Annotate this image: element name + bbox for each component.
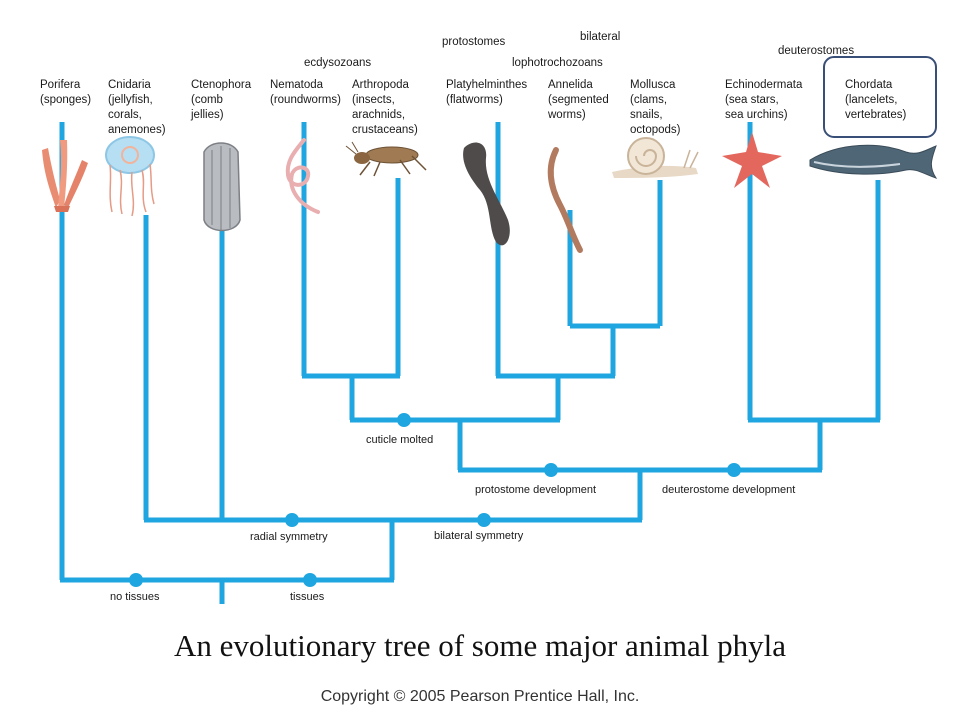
node-bilateral-symmetry: [477, 513, 491, 527]
node-radial-symmetry: [285, 513, 299, 527]
taxon-chordata: Chordata (lancelets, vertebrates): [845, 79, 907, 121]
label-protostome-development: protostome development: [475, 484, 596, 496]
group-bilateral: bilateral: [580, 31, 620, 43]
group-protostomes: protostomes: [442, 36, 506, 48]
label-radial-symmetry: radial symmetry: [250, 531, 328, 543]
label-cuticle-molted: cuticle molted: [366, 434, 433, 446]
group-deuterostomes: deuterostomes: [778, 45, 854, 57]
taxon-echinodermata: Echinodermata (sea stars, sea urchins): [725, 79, 806, 121]
node-tissues: [303, 573, 317, 587]
taxon-platyhelminthes: Platyhelminthes (flatworms): [446, 79, 530, 106]
copyright-notice: Copyright © 2005 Pearson Prentice Hall, …: [320, 688, 640, 705]
node-protostome-development: [544, 463, 558, 477]
label-no-tissues: no tissues: [110, 591, 160, 603]
taxon-nematoda: Nematoda (roundworms): [270, 79, 341, 106]
taxa-labels: Porifera (sponges) Cnidaria (jellyfish, …: [40, 79, 907, 136]
label-deuterostome-development: deuterostome development: [662, 484, 795, 496]
sea-star-icon: [722, 132, 782, 188]
tree-branches: [59, 122, 881, 604]
group-lophotrochozoans: lophotrochozoans: [512, 57, 603, 69]
taxon-porifera: Porifera (sponges): [40, 79, 91, 106]
insect-icon: [345, 141, 427, 177]
group-labels: ecdysozoans protostomes bilateral lophot…: [304, 31, 854, 69]
taxon-mollusca: Mollusca (clams, snails, octopods): [630, 79, 681, 136]
chordata-highlight-box: [823, 56, 937, 138]
node-cuticle-molted: [397, 413, 411, 427]
snail-icon: [612, 137, 699, 178]
node-no-tissues: [129, 573, 143, 587]
taxon-cnidaria: Cnidaria (jellyfish, corals, anemones): [108, 79, 166, 136]
segmented-worm-icon: [547, 147, 583, 253]
label-bilateral-symmetry: bilateral symmetry: [434, 530, 524, 542]
comb-jelly-icon: [203, 142, 241, 232]
tree-nodes: [129, 413, 741, 587]
taxon-ctenophora: Ctenophora (comb jellies): [190, 79, 254, 121]
node-labels: cuticle molted protostome development de…: [110, 434, 795, 603]
roundworm-icon: [285, 138, 320, 214]
sponge-icon: [42, 140, 88, 212]
taxon-arthropoda: Arthropoda (insects, arachnids, crustace…: [352, 79, 418, 136]
taxon-annelida: Annelida (segmented worms): [547, 79, 612, 121]
label-tissues: tissues: [290, 591, 325, 603]
node-deuterostome-development: [727, 463, 741, 477]
flatworm-icon: [463, 142, 510, 246]
jellyfish-icon: [105, 136, 155, 217]
figure-caption: An evolutionary tree of some major anima…: [173, 628, 787, 663]
group-ecdysozoans: ecdysozoans: [304, 57, 371, 69]
whale-icon: [809, 144, 938, 179]
